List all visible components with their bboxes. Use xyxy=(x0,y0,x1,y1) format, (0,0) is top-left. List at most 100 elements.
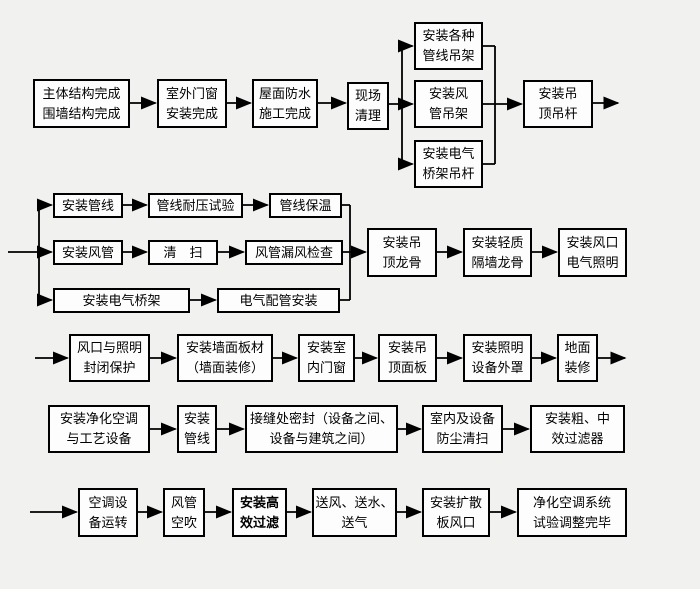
step-ceiling-rods: 安装吊 顶吊杆 xyxy=(523,80,593,128)
step-label-line: 安装各种 xyxy=(422,28,475,43)
step-label-line: 备运转 xyxy=(88,514,128,530)
step-label-line: 安装净化空调 xyxy=(59,411,138,426)
step-label-line: 空吹 xyxy=(170,514,197,530)
step-label-line: 与工艺设备 xyxy=(66,431,132,446)
step-label-line: 安装扩散 xyxy=(429,494,482,510)
step-electrical-trays: 安装电气桥架 xyxy=(53,288,190,313)
step-label-line: 效过滤 xyxy=(239,514,279,530)
step-electrical-conduit: 电气配管安装 xyxy=(217,288,340,313)
step-label-line: 顶吊杆 xyxy=(538,106,578,121)
step-label-line: 现场 xyxy=(354,88,381,103)
step-label-line: 送风、送水、 xyxy=(315,494,394,510)
step-label-line: 室外门窗 xyxy=(165,85,218,101)
step-hepa-filters: 安装高 效过滤 xyxy=(232,488,287,537)
step-pipeline-pressure-test: 管线耐压试验 xyxy=(148,193,243,218)
step-ceiling-keel: 安装吊 顶龙骨 xyxy=(367,228,437,277)
step-label-line: 桥架吊杆 xyxy=(422,166,475,181)
step-dust-cleaning: 室内及设备 防尘清扫 xyxy=(422,405,503,453)
step-label-line: 安装电气桥架 xyxy=(82,293,161,308)
step-partition-keel: 安装轻质 隔墙龙骨 xyxy=(463,228,532,277)
step-label-line: 送气 xyxy=(341,514,368,530)
step-interior-doors-windows: 安装室 内门窗 xyxy=(298,334,355,382)
step-joint-sealing: 接缝处密封（设备之间、 设备与建筑之间） xyxy=(245,405,398,453)
step-main-structure-complete: 主体结构完成 围墙结构完成 xyxy=(33,79,130,128)
step-lighting-covers: 安装照明 设备外罩 xyxy=(463,334,532,382)
step-hvac-test-run: 空调设 备运转 xyxy=(78,488,138,537)
step-label-line: 接缝处密封（设备之间、 xyxy=(249,411,393,426)
step-label-line: 围墙结构完成 xyxy=(42,105,121,121)
step-label-line: 管线保温 xyxy=(279,198,332,213)
step-label-line: 内门窗 xyxy=(306,360,346,375)
step-label-line: 安装吊 xyxy=(538,86,578,101)
step-roof-waterproofing: 屋面防水 施工完成 xyxy=(252,79,318,128)
step-label-line: 安装室 xyxy=(306,340,346,355)
step-label-line: 清 扫 xyxy=(163,245,203,260)
step-label-line: 管线吊架 xyxy=(422,48,475,63)
step-install-ducts: 安装风管 xyxy=(53,240,123,265)
step-supply-air-water-gas: 送风、送水、 送气 xyxy=(312,488,397,537)
step-label-line: 安装高 xyxy=(239,494,279,510)
step-label-line: 管线耐压试验 xyxy=(156,198,235,213)
step-floor-finishing: 地面 装修 xyxy=(557,334,598,382)
step-label-line: 效过滤器 xyxy=(551,431,604,446)
step-duct-leak-check: 风管漏风检查 xyxy=(245,240,343,265)
step-label-line: 安装粗、中 xyxy=(544,411,610,426)
step-label-line: 安装风 xyxy=(428,86,468,101)
step-label-line: 安装吊 xyxy=(382,234,422,250)
step-label-line: 设备与建筑之间） xyxy=(269,431,374,446)
step-exterior-doors-windows: 室外门窗 安装完成 xyxy=(157,79,227,128)
step-electrical-tray-rods: 安装电气 桥架吊杆 xyxy=(414,140,483,188)
step-label-line: 电气照明 xyxy=(566,254,619,270)
step-hvac-process-equipment: 安装净化空调 与工艺设备 xyxy=(48,405,150,453)
step-label-line: 空调设 xyxy=(88,494,128,510)
step-wall-panels: 安装墙面板材 （墙面装修） xyxy=(177,334,273,382)
step-label-line: 顶龙骨 xyxy=(382,254,422,270)
step-label-line: 装修 xyxy=(564,360,591,375)
step-vents-lighting: 安装风口 电气照明 xyxy=(558,228,627,277)
step-label-line: 顶面板 xyxy=(387,360,427,375)
step-label-line: 风口与照明 xyxy=(76,340,142,355)
step-duct-hangers: 安装风 管吊架 xyxy=(414,80,483,128)
step-label-line: 风管漏风检查 xyxy=(254,245,333,260)
step-label-line: 封闭保护 xyxy=(83,360,136,375)
step-label-line: 隔墙龙骨 xyxy=(471,254,524,270)
step-label-line: 防尘清扫 xyxy=(436,431,489,446)
step-label-line: 安装电气 xyxy=(422,146,475,161)
step-system-adjusted-complete: 净化空调系统 试验调整完毕 xyxy=(517,488,627,537)
step-label-line: 风管 xyxy=(170,494,197,510)
step-site-cleanup: 现场 清理 xyxy=(347,82,389,130)
step-label-line: 安装完成 xyxy=(165,105,218,121)
step-label-line: 安装墙面板材 xyxy=(185,340,264,355)
step-label-line: 安装管线 xyxy=(61,198,114,213)
step-label-line: 安装吊 xyxy=(387,340,427,355)
step-duct-blowing: 风管 空吹 xyxy=(163,488,205,537)
step-label-line: 净化空调系统 xyxy=(532,494,611,510)
step-label-line: 安装 xyxy=(183,411,210,426)
step-label-line: 电气配管安装 xyxy=(239,293,318,308)
step-label-line: 安装风口 xyxy=(566,234,619,250)
step-label-line: 屋面防水 xyxy=(258,85,311,101)
step-install-pipelines: 安装管线 xyxy=(53,193,123,218)
step-label-line: 安装照明 xyxy=(471,340,524,355)
step-install-pipelines-2: 安装 管线 xyxy=(177,405,217,453)
step-pipeline-hangers: 安装各种 管线吊架 xyxy=(414,22,483,70)
step-coarse-medium-filters: 安装粗、中 效过滤器 xyxy=(530,405,625,453)
step-vents-lighting-protection: 风口与照明 封闭保护 xyxy=(69,334,150,382)
step-duct-cleaning: 清 扫 xyxy=(148,240,218,265)
step-label-line: 室内及设备 xyxy=(429,411,495,426)
step-label-line: 主体结构完成 xyxy=(42,85,121,101)
step-label-line: 试验调整完毕 xyxy=(532,514,611,530)
step-label-line: 管线 xyxy=(183,431,210,446)
step-label-line: 安装风管 xyxy=(61,245,114,260)
step-label-line: 设备外罩 xyxy=(471,360,524,375)
step-pipeline-insulation: 管线保温 xyxy=(269,193,342,218)
step-label-line: 清理 xyxy=(354,108,381,123)
step-label-line: 板风口 xyxy=(436,514,476,530)
step-label-line: （墙面装修） xyxy=(185,360,264,375)
step-label-line: 施工完成 xyxy=(258,105,311,121)
step-label-line: 安装轻质 xyxy=(471,234,524,250)
step-label-line: 管吊架 xyxy=(428,106,468,121)
step-ceiling-panels: 安装吊 顶面板 xyxy=(378,334,437,382)
